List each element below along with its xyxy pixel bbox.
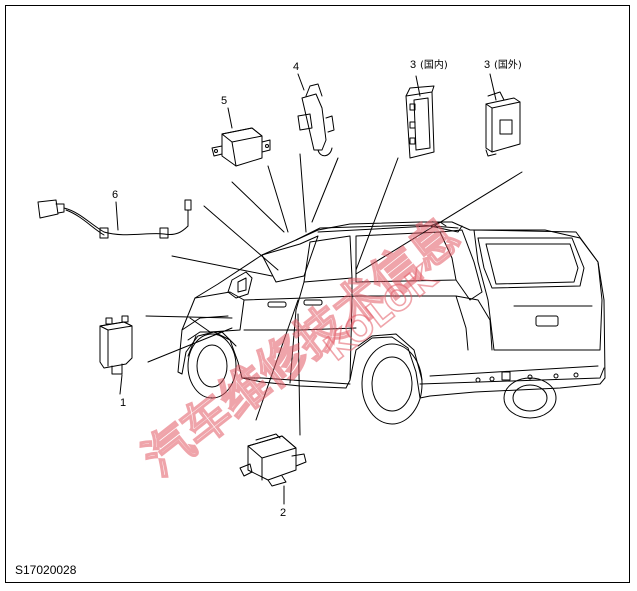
- figure-code: S17020028: [15, 563, 77, 577]
- callout-labels: 1 2 3 (国内) 3 (国外) 4 5 6: [112, 58, 522, 519]
- component-1-module: [99, 315, 133, 395]
- component-3-overseas-module: [485, 73, 521, 157]
- callout-4: 4: [293, 61, 299, 73]
- callout-3-domestic: 3: [410, 59, 416, 71]
- component-5-sensor: [211, 107, 271, 167]
- callout-3-domestic-region: (国内): [420, 58, 448, 71]
- vehicle-outline: [177, 221, 606, 425]
- callout-1: 1: [120, 397, 126, 409]
- diagram-frame: [5, 5, 630, 583]
- component-4-sensor: [297, 73, 335, 157]
- callout-2: 2: [280, 507, 286, 519]
- component-3-domestic-module: [405, 75, 435, 159]
- callout-3-overseas: 3: [484, 59, 490, 71]
- component-2-module: [239, 433, 307, 505]
- callout-5: 5: [221, 95, 227, 107]
- component-6-wire-harness: [37, 199, 192, 239]
- callout-6: 6: [112, 189, 118, 201]
- callout-3-overseas-region: (国外): [494, 59, 522, 71]
- leader-lines: [145, 153, 523, 436]
